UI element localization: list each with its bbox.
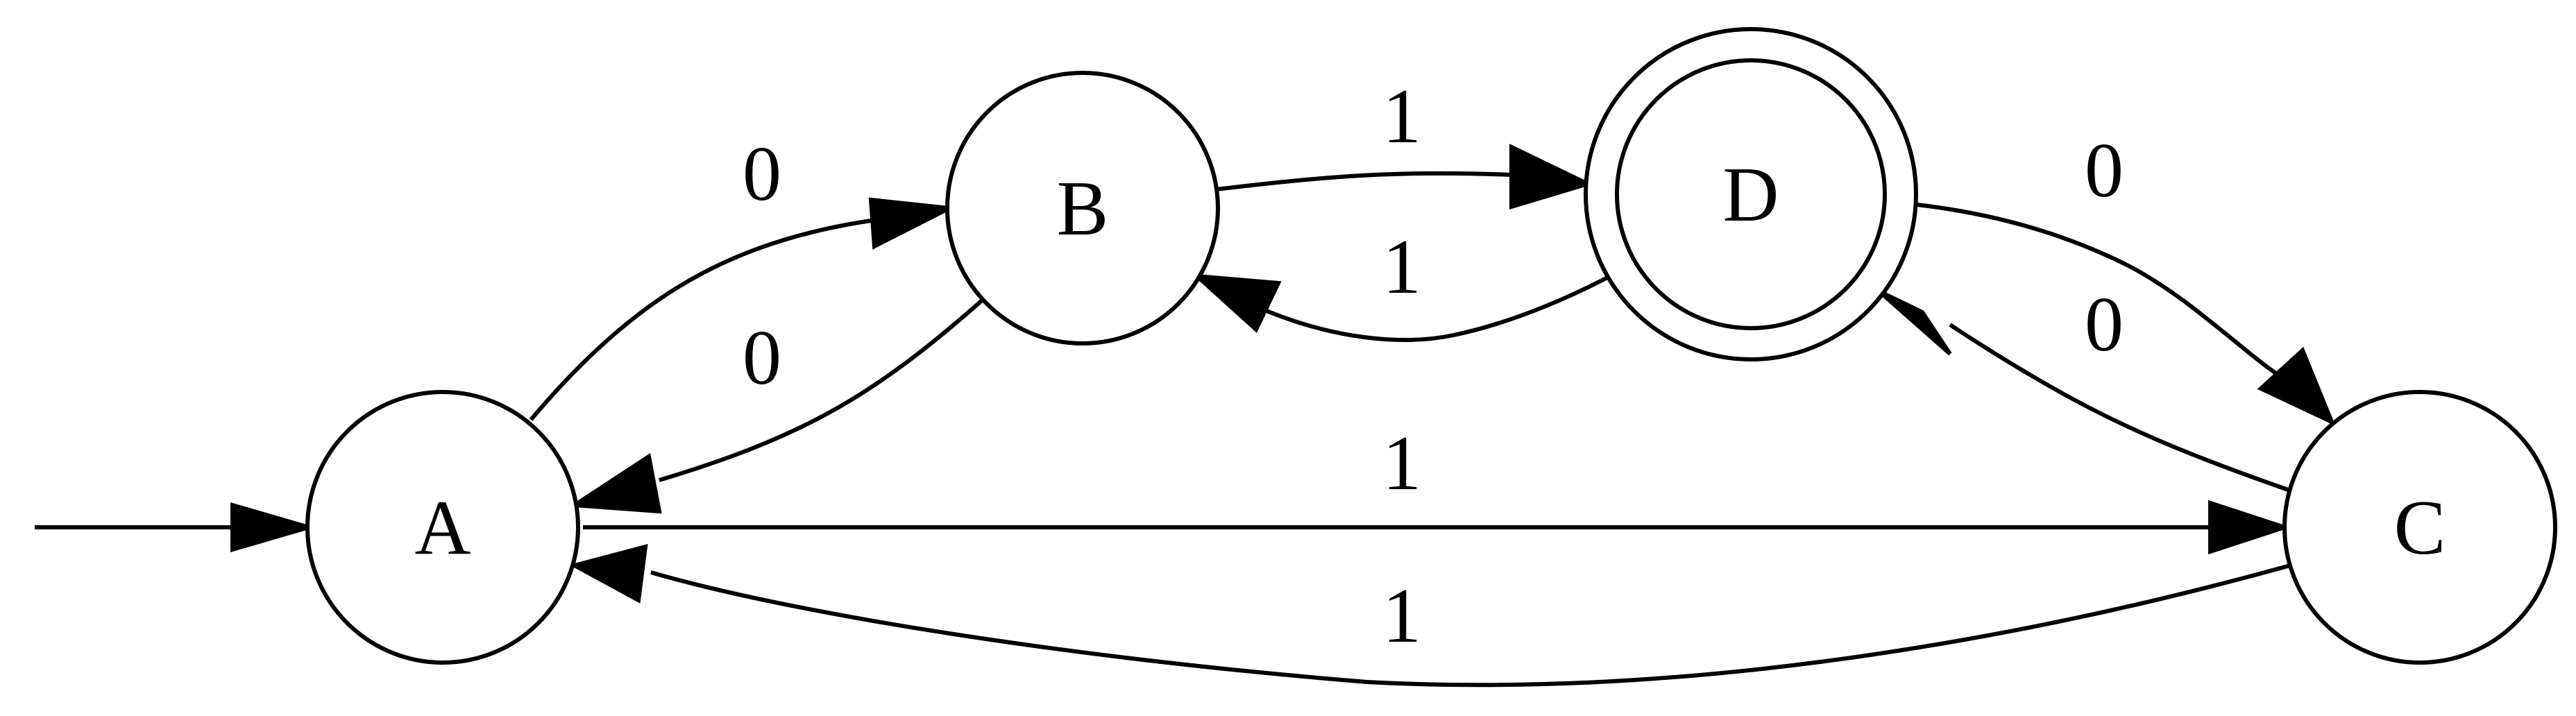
- label-d-to-c: 0: [2085, 128, 2124, 214]
- edge-a-to-c: [583, 500, 2291, 555]
- label-c-to-a: 1: [1382, 573, 1421, 659]
- edge-a-to-b: [529, 197, 957, 421]
- state-d-label: D: [1723, 152, 1779, 238]
- state-b-label: B: [1057, 166, 1109, 252]
- state-a: A: [305, 390, 580, 665]
- label-a-to-b: 0: [743, 131, 781, 217]
- edge-c-to-d: [1878, 289, 2291, 493]
- label-c-to-d: 0: [2085, 282, 2124, 368]
- state-a-label: A: [415, 485, 471, 571]
- accept-ring-d: [1615, 58, 1887, 330]
- edge-b-to-a: [568, 298, 983, 514]
- label-a-to-c: 1: [1382, 420, 1421, 506]
- label-d-to-b: 1: [1382, 224, 1421, 310]
- label-b-to-d: 1: [1382, 74, 1421, 160]
- edge-c-to-a: [568, 543, 2291, 688]
- state-b: B: [945, 71, 1220, 346]
- start-arrow: [35, 502, 316, 552]
- edge-d-to-b: [1191, 273, 1611, 342]
- edge-d-to-c: [1916, 203, 2336, 426]
- edge-b-to-d: [1215, 144, 1594, 210]
- state-d: D: [1584, 27, 1918, 361]
- label-b-to-a: 0: [743, 315, 781, 401]
- state-c: C: [2282, 390, 2557, 665]
- state-c-label: C: [2394, 485, 2446, 571]
